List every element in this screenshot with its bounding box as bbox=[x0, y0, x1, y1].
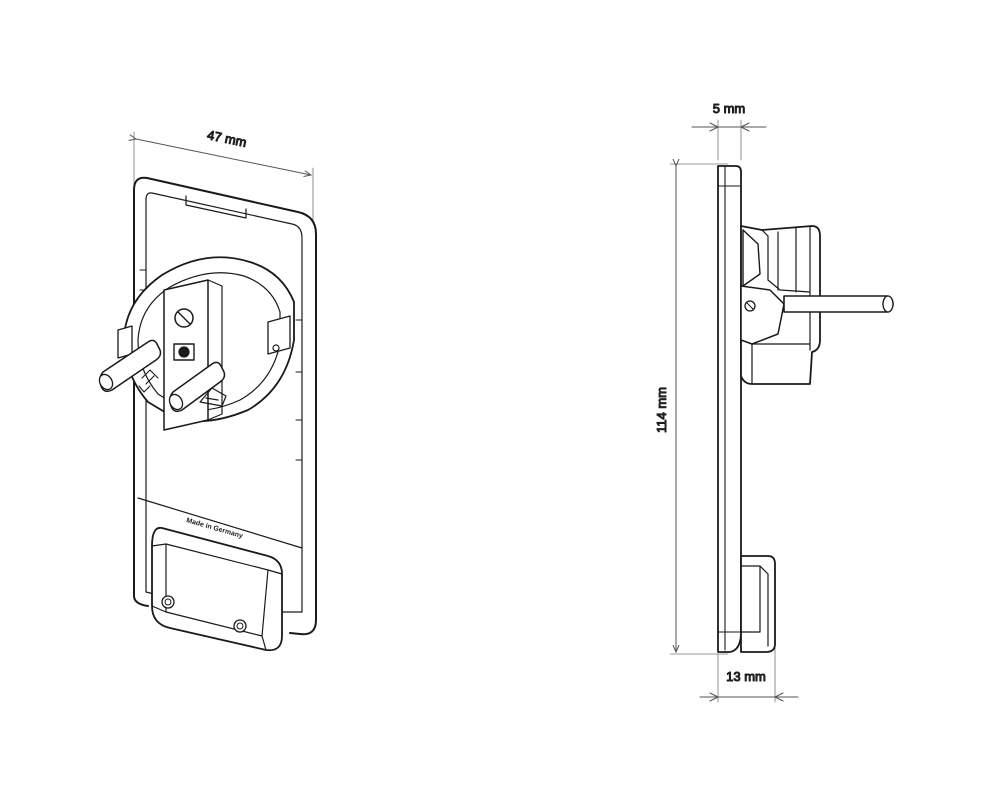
width-dimension: 47 mm bbox=[134, 127, 314, 223]
height-dimension: 114 mm bbox=[654, 164, 729, 655]
width-dimension-label: 47 mm bbox=[206, 127, 248, 150]
cable-entry-block bbox=[151, 526, 283, 652]
plug-head bbox=[98, 256, 295, 431]
grip-housing-side bbox=[207, 279, 223, 421]
earth-clip-side bbox=[740, 285, 785, 345]
left-pin bbox=[98, 339, 162, 393]
back-plate-rim bbox=[145, 192, 303, 613]
side-hole bbox=[272, 344, 280, 352]
front-view: 47 mm bbox=[98, 127, 317, 652]
plug-head-side bbox=[740, 225, 894, 385]
depth-dimension: 5 mm bbox=[691, 101, 767, 161]
right-pin bbox=[168, 361, 226, 413]
height-dimension-label: 114 mm bbox=[654, 387, 669, 433]
screw-hole-left-icon bbox=[161, 595, 175, 609]
base-dimension-label: 13 mm bbox=[726, 669, 766, 684]
approval-mark-icon bbox=[138, 369, 159, 393]
depth-dimension-label: 5 mm bbox=[713, 101, 746, 116]
screw-hole-right-icon bbox=[233, 619, 247, 633]
plate-tab bbox=[185, 195, 247, 219]
side-pin bbox=[783, 295, 894, 313]
plate-notches bbox=[139, 269, 303, 461]
base-dimension: 13 mm bbox=[699, 639, 799, 703]
cable-entry-side bbox=[740, 555, 776, 653]
earth-clip-right bbox=[267, 315, 291, 355]
plate-divider bbox=[137, 497, 303, 549]
side-view: 5 mm 114 mm 13 mm bbox=[654, 101, 894, 703]
vde-mark-icon bbox=[199, 387, 227, 407]
back-plate bbox=[133, 176, 317, 636]
plate-profile bbox=[717, 165, 742, 653]
